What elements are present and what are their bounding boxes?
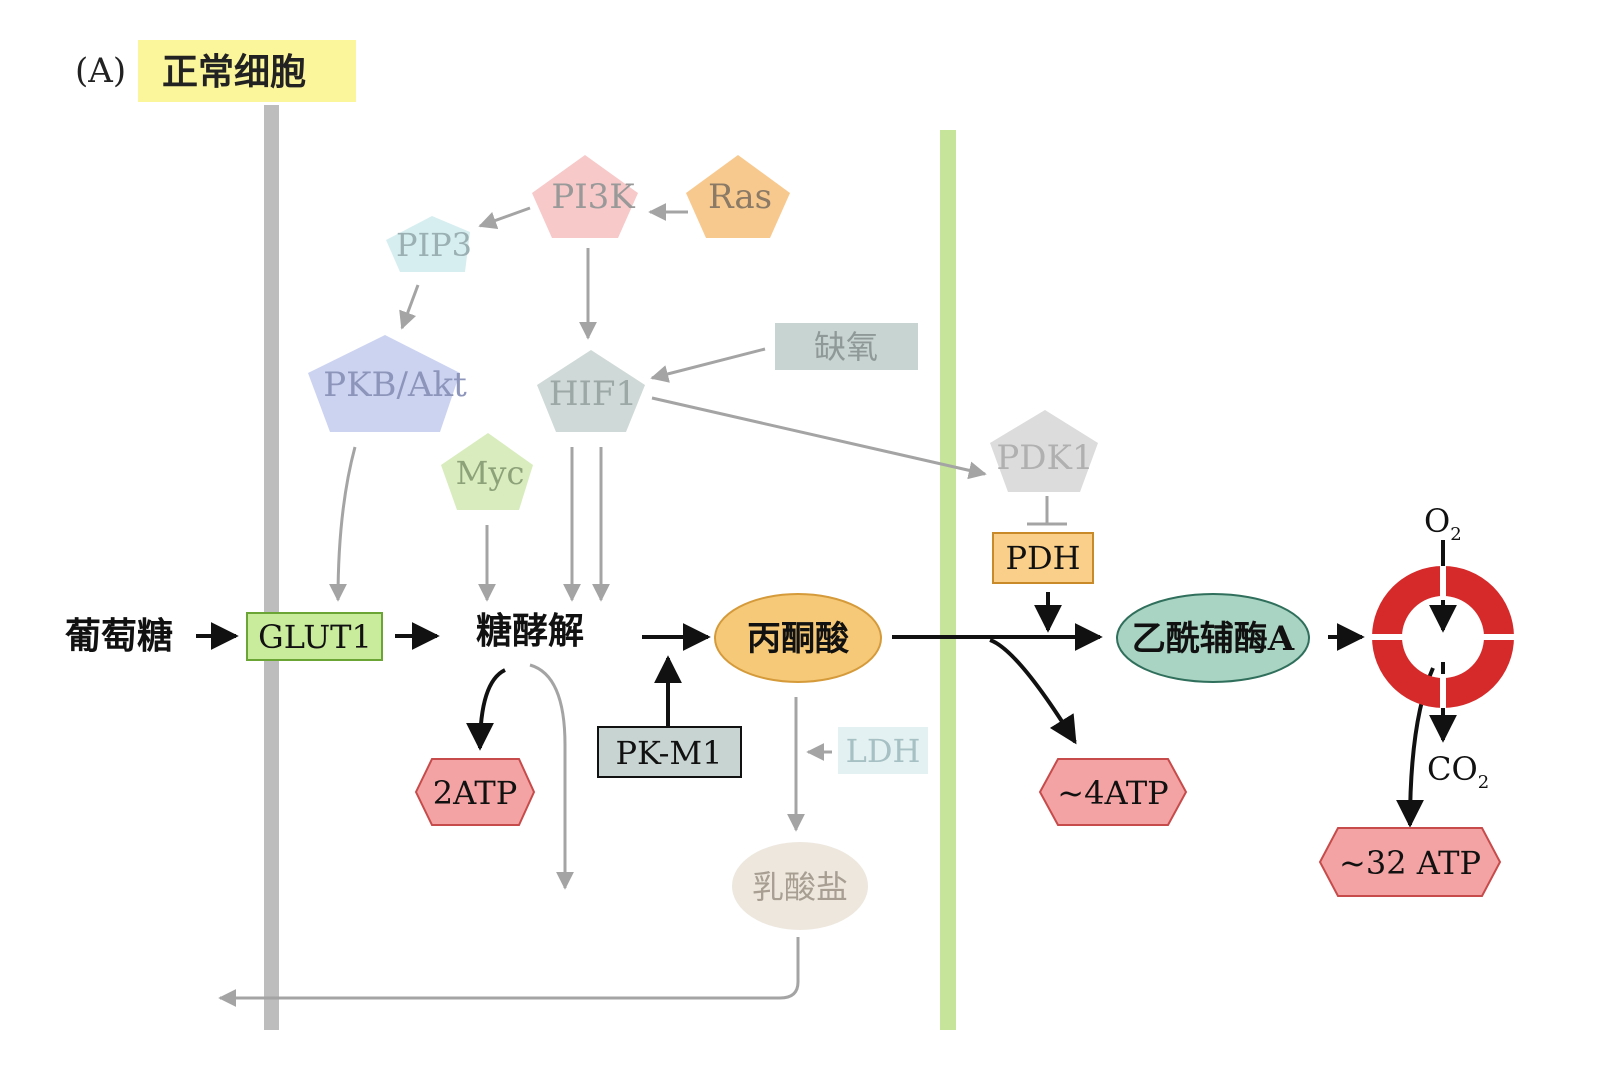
- glucose-label: 葡萄糖: [65, 615, 173, 657]
- myc-node: [441, 433, 533, 510]
- pdk1-inhibition: [1027, 496, 1067, 526]
- tca-cycle-ring: [1372, 566, 1514, 708]
- title-highlight: [138, 40, 356, 102]
- ras-label: Ras: [708, 177, 772, 217]
- pip3-label: PIP3: [396, 226, 472, 264]
- lactate-label: 乳酸盐: [752, 868, 848, 906]
- o2-label: O2: [1424, 502, 1462, 545]
- pkb-akt-node: [308, 335, 460, 432]
- ras-node: [686, 155, 790, 238]
- atp-pdh-node: [1038, 758, 1188, 826]
- acetyl-coa-node: [1116, 593, 1310, 683]
- cell-membrane: [264, 105, 279, 1030]
- pdh-box: [992, 532, 1094, 584]
- pdh-label: PDH: [1005, 539, 1080, 577]
- pk-m1-label: PK-M1: [615, 734, 722, 772]
- hif1-node: [537, 350, 645, 432]
- atp-glycolysis-label: 2ATP: [433, 774, 518, 812]
- myc-label: Myc: [456, 454, 525, 492]
- mitochondrial-membrane: [940, 130, 956, 1030]
- ldh-label: LDH: [846, 732, 921, 770]
- atp-pdh-label: ~4ATP: [1057, 774, 1168, 812]
- hif1-label: HIF1: [549, 374, 637, 414]
- panel-title: 正常细胞: [162, 51, 306, 93]
- acetyl-coa-label: 乙酰辅酶A: [1132, 619, 1295, 659]
- atp-tca-node: [1318, 827, 1502, 897]
- glut1-box: [246, 612, 383, 661]
- atp-glycolysis-node: [414, 758, 536, 826]
- pyruvate-label: 丙酮酸: [747, 619, 850, 659]
- panel-letter: (A): [75, 51, 126, 91]
- pdk1-label: PDK1: [996, 438, 1093, 478]
- signaling-arrows: [218, 203, 987, 1007]
- hypoxia-box: [775, 323, 918, 370]
- atp-tca-label: ~32 ATP: [1339, 844, 1481, 882]
- ldh-box: [838, 727, 928, 774]
- hypoxia-label: 缺氧: [814, 328, 878, 366]
- pip3-node: [386, 216, 470, 272]
- metabolic-arrows: [196, 540, 1457, 828]
- pkb-akt-label: PKB/Akt: [323, 365, 467, 405]
- pi3k-node: [532, 155, 638, 238]
- glycolysis-label: 糖酵解: [476, 610, 584, 652]
- pi3k-label: PI3K: [551, 177, 635, 217]
- co2-label: CO2: [1427, 750, 1489, 793]
- glut1-label: GLUT1: [258, 618, 372, 656]
- pk-m1-box: [597, 726, 742, 778]
- lactate-node: [732, 842, 868, 930]
- pyruvate-node: [714, 593, 882, 683]
- pdk1-node: [990, 410, 1098, 492]
